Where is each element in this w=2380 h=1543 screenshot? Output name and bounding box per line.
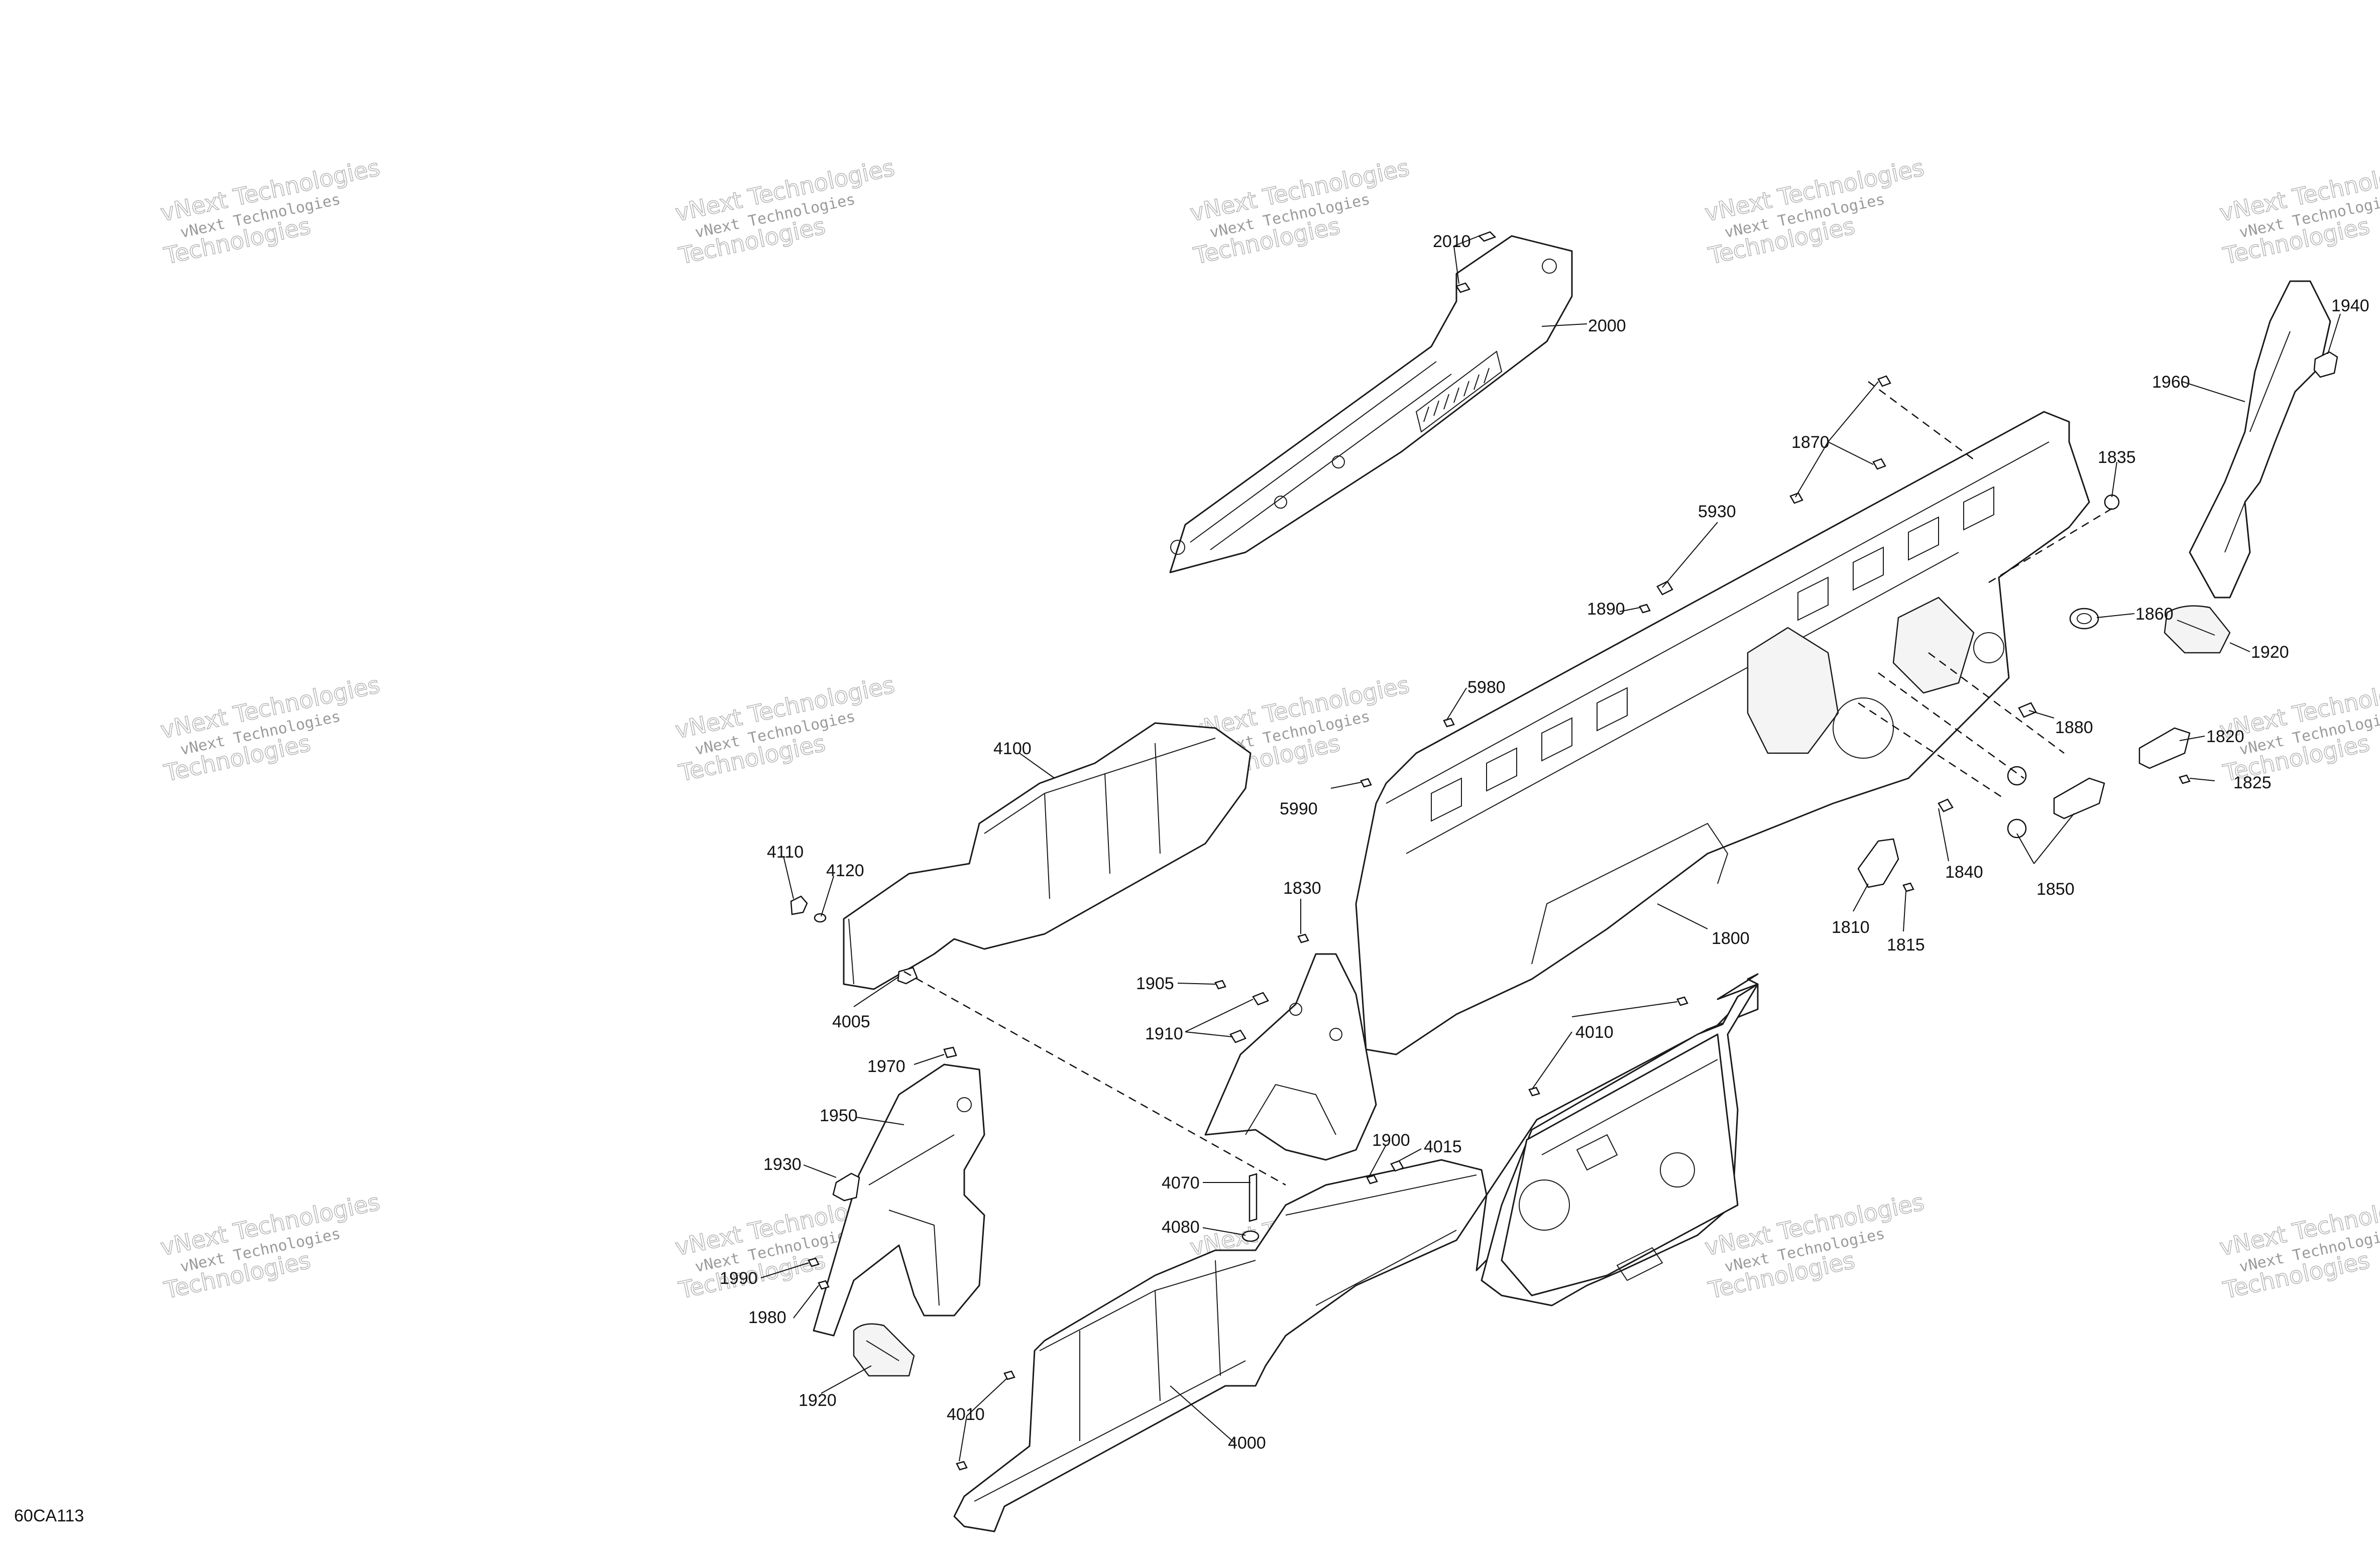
watermark: vNext Technologies vNext Technologies Te… [2217,1188,2380,1304]
callout-1825: 1825 [2233,773,2272,792]
part-1890-screw[interactable] [1639,604,1651,614]
part-1880-clip[interactable] [2018,702,2037,718]
callout-2000: 2000 [1588,316,1626,335]
part-1835-plug[interactable] [2104,494,2120,510]
part-1920-handle-right[interactable] [2164,605,2231,654]
part-1920-handle-left[interactable] [853,1323,915,1377]
callout-4005: 4005 [832,1012,870,1031]
part-1980-clip[interactable] [818,1280,830,1290]
watermark: vNext Technologies vNext Technologies Te… [158,1188,383,1304]
part-4110-clip[interactable] [790,895,808,915]
part-2010-screw[interactable] [1455,231,1497,293]
callout-1980: 1980 [748,1308,786,1327]
part-4120-washer[interactable] [814,913,827,923]
callout-4080: 4080 [1162,1218,1200,1237]
callout-4010-lower: 4010 [947,1405,985,1424]
part-1860-grommet[interactable] [2069,608,2099,630]
part-5930-clip[interactable] [1656,580,1673,596]
watermark: vNext Technologies vNext Technologies Te… [1187,153,1412,270]
watermark: vNext Technologies vNext Technologies Te… [672,670,897,787]
assembly-lines [903,381,2115,1186]
callout-1860: 1860 [2135,605,2174,624]
diagram-code: 60CA113 [14,1506,84,1525]
part-1825-screw[interactable] [2179,774,2191,784]
callout-1905: 1905 [1136,974,1174,993]
callout-5980: 5980 [1467,678,1506,697]
callout-2010: 2010 [1433,232,1471,251]
callout-1900: 1900 [1372,1131,1410,1150]
callout-4015: 4015 [1424,1137,1462,1156]
part-1870-nut[interactable] [1789,375,1891,504]
part-1960-right-side-panel[interactable] [2189,280,2331,599]
callout-1840: 1840 [1945,863,1983,882]
part-1930-retainer[interactable] [832,1172,860,1202]
leader-lines [760,235,2341,1462]
part-1815-screw[interactable] [1902,882,1914,892]
callout-1920-left: 1920 [799,1391,837,1410]
callout-1800: 1800 [1712,929,1750,948]
callout-1830: 1830 [1283,879,1321,898]
part-1910-nut[interactable] [1229,992,1269,1043]
part-1840-clip[interactable] [1938,798,1954,812]
callout-1940: 1940 [2331,296,2369,315]
callout-1835: 1835 [2098,448,2136,467]
part-1800-main-bulkhead[interactable] [1355,411,2090,1055]
part-4000-lower-floor-duct[interactable] [953,1159,1488,1532]
callout-4000: 4000 [1228,1434,1266,1453]
callout-1920-right: 1920 [2251,643,2289,662]
callout-4120: 4120 [826,861,864,880]
part-4080-washer[interactable] [1241,1230,1260,1242]
watermark: vNext Technologies vNext Technologies Te… [158,153,383,270]
callout-1910: 1910 [1145,1024,1183,1043]
watermark: vNext Technologies vNext Technologies Te… [2217,153,2380,270]
callout-5930: 5930 [1698,502,1736,521]
part-1900-screw[interactable] [1366,1174,1378,1184]
watermark: vNext Technologies vNext Technologies Te… [1702,153,1927,270]
part-1810-bracket[interactable] [1857,838,1899,888]
part-4100-upper-floor-duct[interactable] [843,722,1252,990]
callout-5990: 5990 [1280,799,1318,818]
part-1830-screw[interactable] [1297,933,1309,943]
part-4010-screw-lower[interactable] [956,1370,1015,1471]
callout-1870: 1870 [1791,433,1830,452]
callout-1880: 1880 [2055,718,2093,737]
callout-1930: 1930 [763,1155,802,1174]
part-bulkhead-side-plate[interactable] [1204,953,1377,1161]
callout-1960: 1960 [2152,373,2190,392]
callout-1810: 1810 [1832,918,1870,937]
part-5990-screw[interactable] [1360,778,1372,788]
callout-4010-upper: 4010 [1575,1023,1614,1042]
callout-1890: 1890 [1587,600,1625,619]
part-5980-screw[interactable] [1443,718,1455,728]
watermark: vNext Technologies vNext Technologies Te… [158,670,383,787]
part-1940-retainer[interactable] [2313,351,2338,378]
part-1905-screw[interactable] [1214,980,1226,990]
part-1850-grommet[interactable] [2007,766,2105,839]
callout-4100: 4100 [993,739,1032,758]
callout-1990: 1990 [720,1269,758,1288]
part-1990-screw[interactable] [808,1257,820,1267]
part-4010-right-floor-duct[interactable] [1476,973,1759,1307]
callout-1970: 1970 [867,1057,905,1076]
part-1820-bracket[interactable] [2138,727,2191,769]
part-2000-upper-cover[interactable] [1169,235,1573,573]
watermark: vNext Technologies vNext Technologies Te… [672,153,897,270]
part-1950-left-side-panel[interactable] [813,1063,985,1337]
part-1970-screw[interactable] [943,1046,957,1058]
callout-1850: 1850 [2036,880,2075,899]
callout-1820: 1820 [2206,727,2244,746]
callout-1950: 1950 [820,1106,858,1125]
part-4070-screw[interactable] [1249,1173,1258,1222]
callout-4070: 4070 [1162,1173,1200,1193]
callout-4110: 4110 [767,843,804,862]
callout-1815: 1815 [1887,935,1925,955]
callout-labels: 2010 2000 1940 1960 1870 1835 5930 1890 … [720,232,2369,1453]
part-4005-bracket[interactable] [897,967,918,985]
